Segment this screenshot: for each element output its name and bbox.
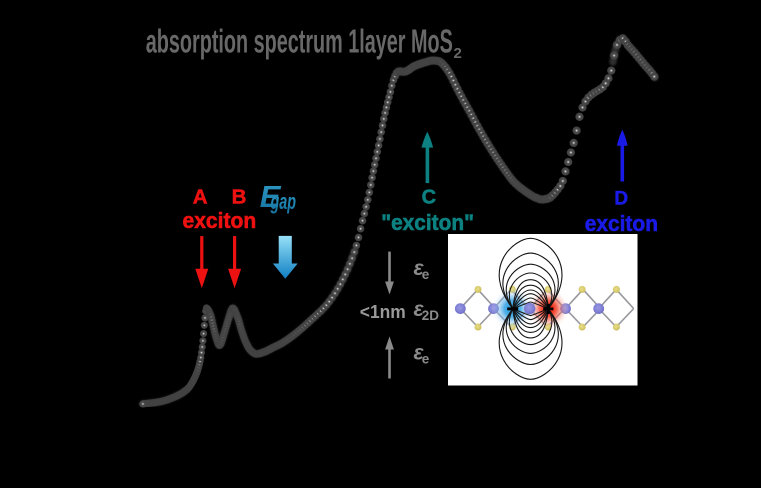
svg-text:ε: ε xyxy=(414,342,425,365)
svg-text:e: e xyxy=(422,267,430,282)
svg-text:e: e xyxy=(422,352,430,367)
svg-text:2D: 2D xyxy=(422,308,440,323)
svg-text:"exciton": "exciton" xyxy=(381,210,474,235)
svg-text:ε: ε xyxy=(414,257,425,280)
svg-text:2: 2 xyxy=(454,45,462,62)
svg-text:A: A xyxy=(193,185,208,208)
svg-text:ε: ε xyxy=(414,298,425,321)
svg-text:D: D xyxy=(614,189,628,210)
svg-text:gap: gap xyxy=(270,189,296,214)
svg-text:exciton: exciton xyxy=(585,211,658,236)
svg-text:C: C xyxy=(422,187,436,209)
svg-text:B: B xyxy=(232,185,247,208)
svg-text:exciton: exciton xyxy=(183,208,257,233)
svg-text:absorption spectrum 1layer MoS: absorption spectrum 1layer MoS xyxy=(146,23,453,60)
svg-text:<1nm: <1nm xyxy=(360,302,406,322)
svg-text:E: E xyxy=(260,179,282,214)
